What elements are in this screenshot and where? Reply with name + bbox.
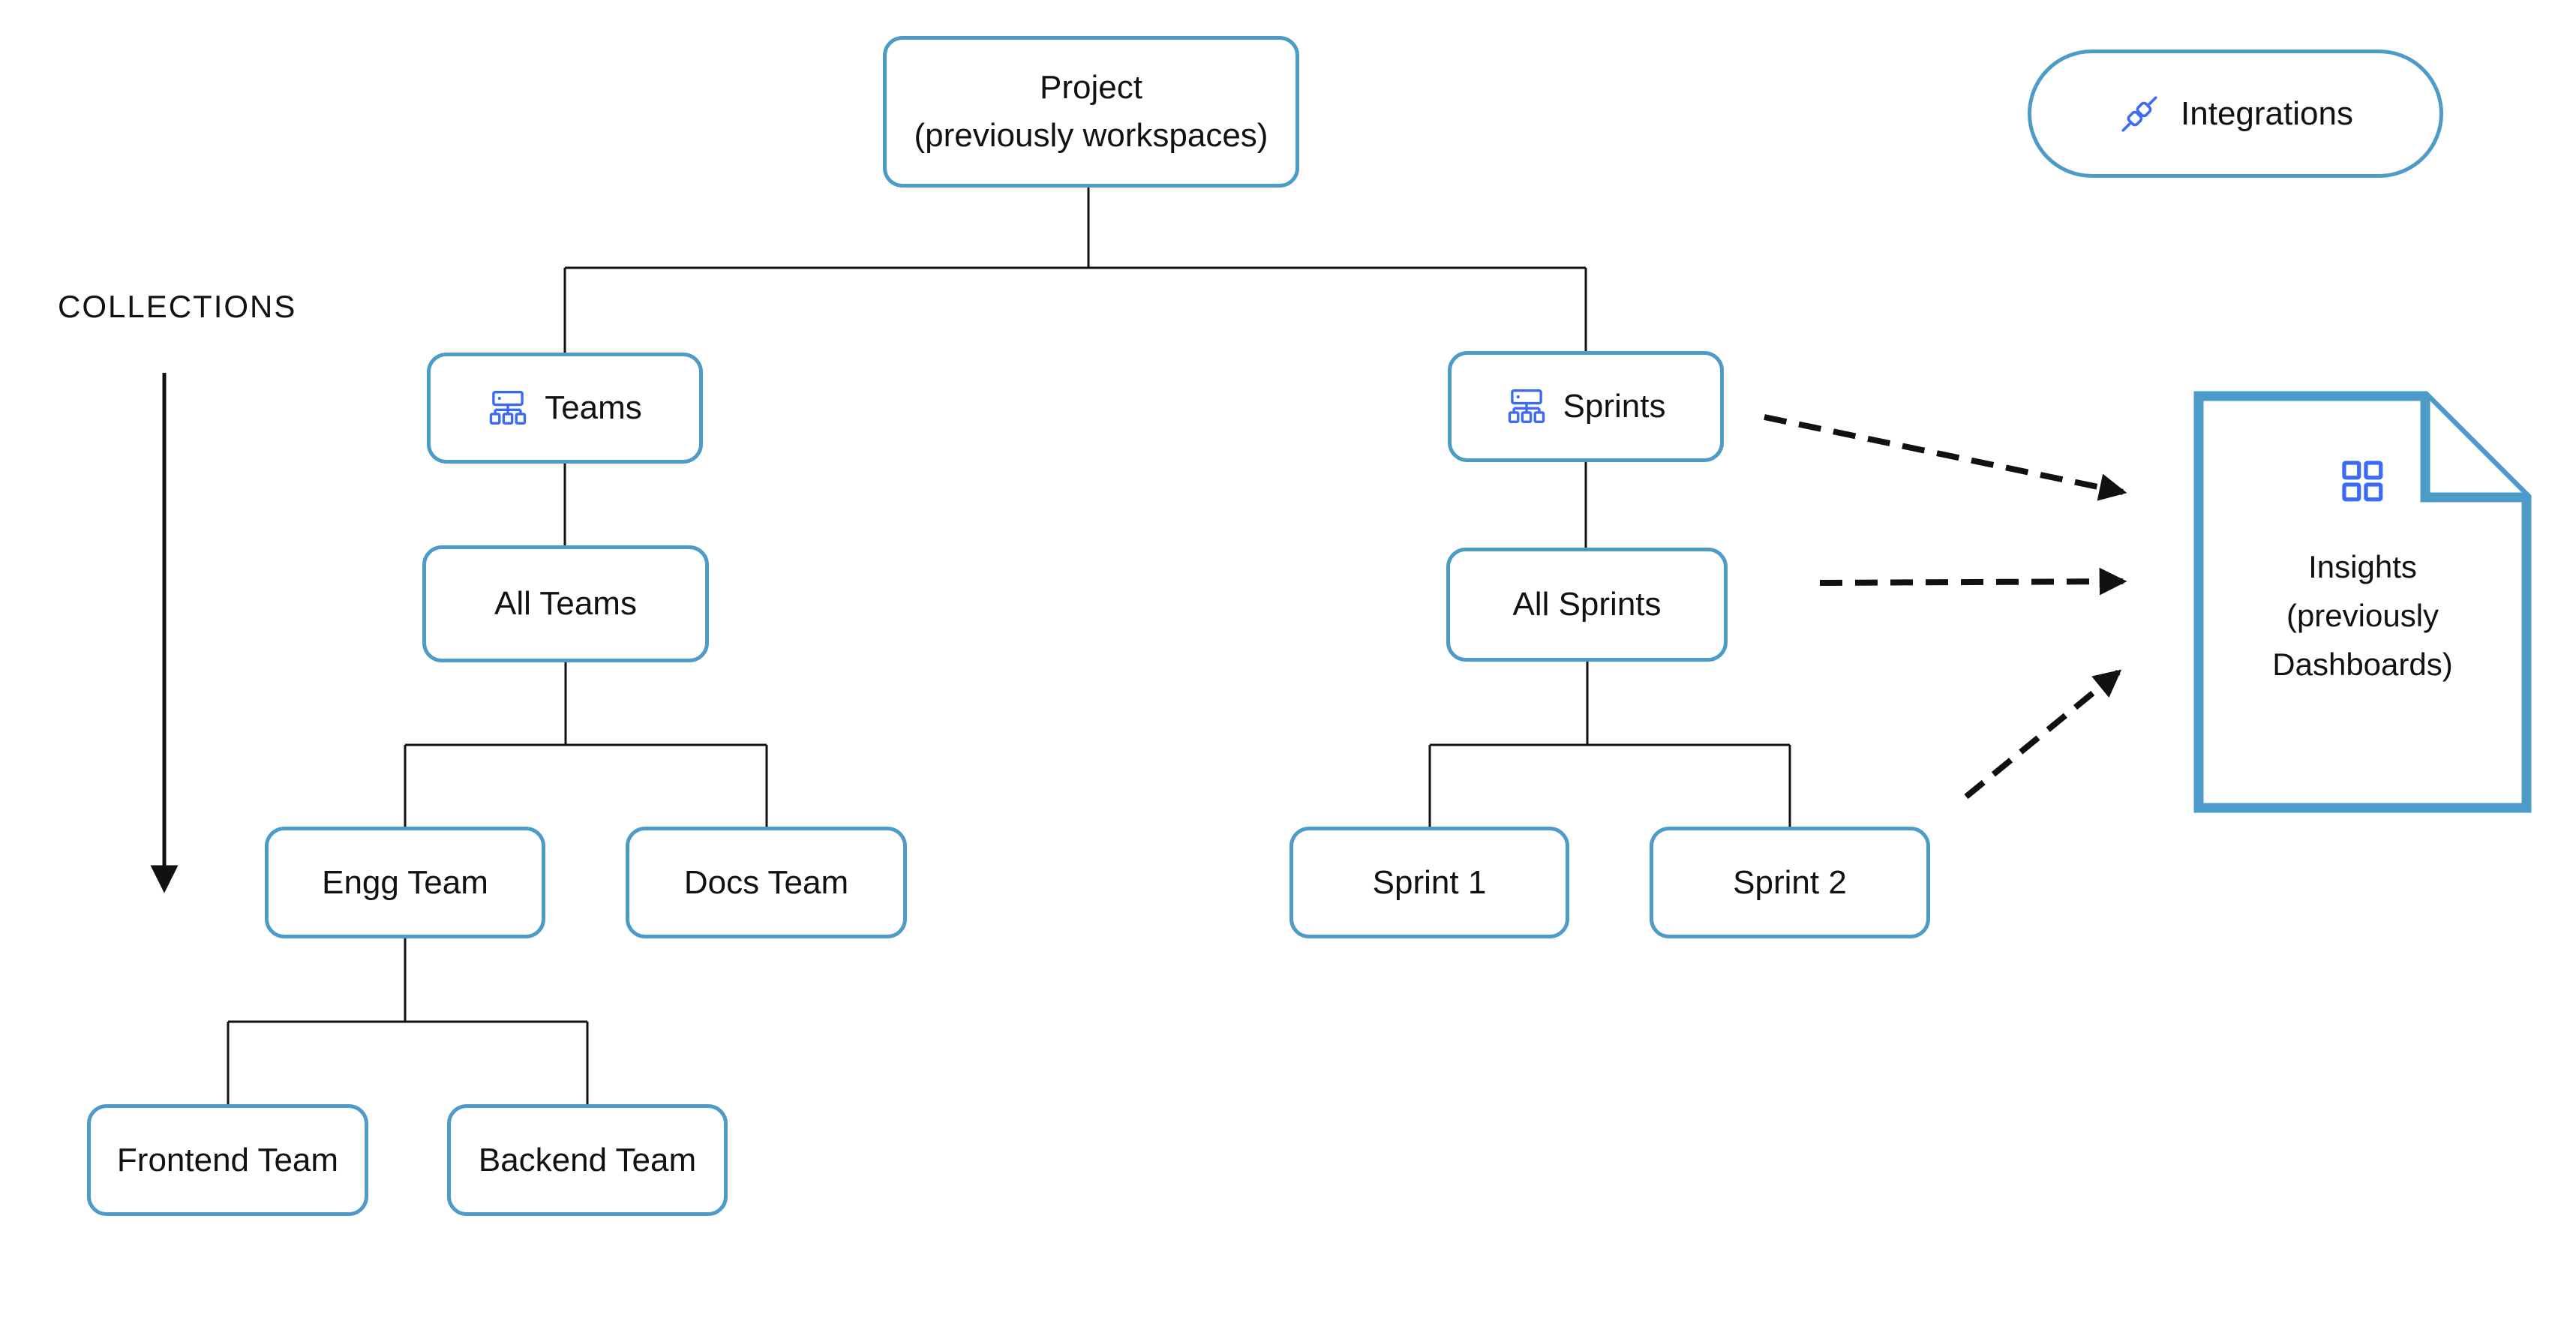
node-project: Project (previously workspaces)	[883, 36, 1299, 188]
insights-label-line2: (previously	[2286, 598, 2439, 634]
org-chart-icon	[488, 389, 528, 427]
node-all-teams: All Teams	[422, 545, 709, 662]
all-teams-label: All Teams	[494, 585, 637, 622]
node-frontend-team: Frontend Team	[87, 1104, 368, 1216]
insights-label-line3: Dashboards)	[2272, 647, 2453, 683]
plug-icon	[2118, 92, 2161, 136]
document-outline	[2193, 391, 2532, 813]
project-label-line2: (previously workspaces)	[914, 117, 1268, 154]
node-sprints: Sprints	[1448, 351, 1724, 462]
integrations-pill: Integrations	[2028, 50, 2443, 178]
frontend-team-label: Frontend Team	[116, 1141, 339, 1178]
backend-team-label: Backend Team	[478, 1141, 697, 1178]
teams-label: Teams	[545, 389, 642, 426]
sprint-1-label: Sprint 1	[1372, 863, 1487, 901]
node-teams: Teams	[427, 353, 703, 464]
dashed-arrow-sprints-to-insights	[1764, 414, 2127, 501]
collections-label: COLLECTIONS	[58, 289, 297, 324]
node-sprint-2: Sprint 2	[1650, 827, 1930, 938]
folded-corner	[2420, 396, 2526, 503]
dashed-arrow-allsprints-to-insights	[1819, 567, 2127, 596]
node-all-sprints: All Sprints	[1446, 548, 1728, 662]
engg-team-label: Engg Team	[322, 863, 488, 901]
sprint-2-label: Sprint 2	[1733, 863, 1847, 901]
dashed-arrow-sprint2-to-insights	[1964, 669, 2122, 800]
node-sprint-1: Sprint 1	[1290, 827, 1569, 938]
docs-team-label: Docs Team	[683, 863, 849, 901]
all-sprints-label: All Sprints	[1512, 586, 1662, 623]
node-backend-team: Backend Team	[447, 1104, 728, 1216]
sprints-label: Sprints	[1563, 388, 1666, 425]
node-engg-team: Engg Team	[265, 827, 545, 938]
grid-icon	[2341, 460, 2385, 503]
integrations-label: Integrations	[2181, 95, 2353, 132]
insights-document: Insights (previously Dashboards)	[2193, 391, 2532, 813]
project-label-line1: Project	[1040, 69, 1142, 107]
node-docs-team: Docs Team	[626, 827, 907, 938]
org-chart-icon	[1506, 388, 1547, 425]
insights-label-line1: Insights	[2308, 549, 2417, 584]
